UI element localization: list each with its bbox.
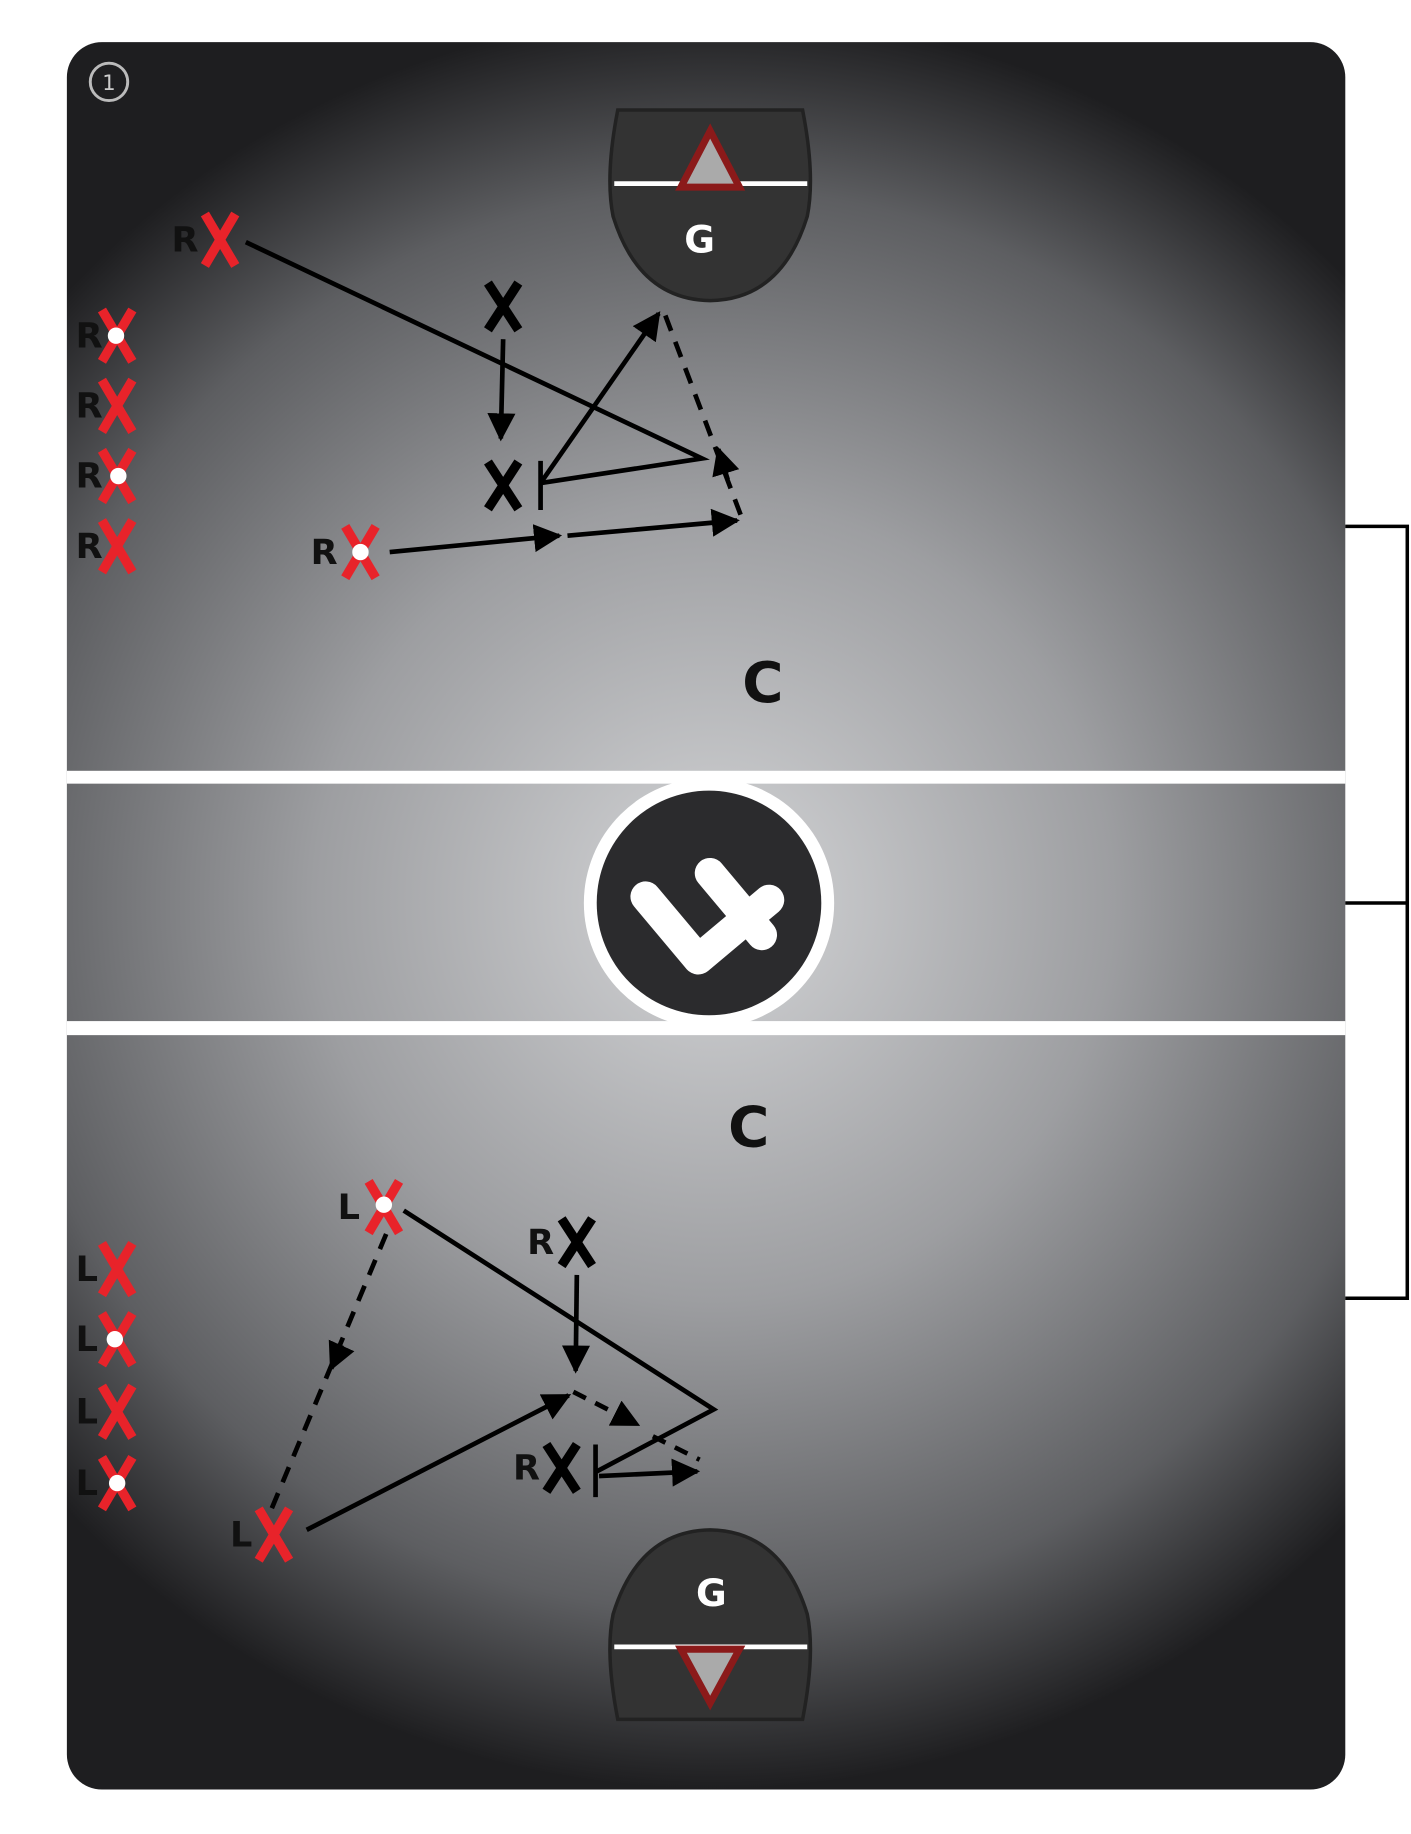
svg-text:L: L xyxy=(76,1319,98,1360)
svg-text:L: L xyxy=(230,1514,252,1555)
svg-text:R: R xyxy=(76,386,103,427)
defender: R xyxy=(527,1219,592,1266)
line-player: L xyxy=(76,1386,133,1437)
side-bracket xyxy=(1345,524,1410,1301)
crease-label-top: C xyxy=(742,651,783,716)
line-player: R xyxy=(76,520,133,571)
svg-text:G: G xyxy=(684,218,715,262)
svg-text:L: L xyxy=(338,1187,360,1228)
svg-text:R: R xyxy=(513,1448,540,1489)
player-shooter-top: R xyxy=(172,214,236,265)
svg-text:R: R xyxy=(76,315,103,356)
svg-text:L: L xyxy=(76,1463,98,1504)
line-player: L xyxy=(76,1457,133,1508)
line-player: R xyxy=(76,310,133,361)
line-player: L xyxy=(76,1243,133,1294)
svg-text:1: 1 xyxy=(102,70,115,95)
defender: R xyxy=(513,1445,577,1492)
goal-icon xyxy=(675,1645,746,1711)
svg-text:L: L xyxy=(76,1249,98,1290)
crease-label-bottom: C xyxy=(728,1095,769,1160)
goal-crease-bottom: G xyxy=(608,1528,813,1722)
player-feeder-top: R xyxy=(311,526,376,577)
svg-text:R: R xyxy=(76,456,103,497)
player-passer-bottom: L xyxy=(338,1181,399,1232)
line-player: R xyxy=(76,450,133,501)
svg-text:R: R xyxy=(76,526,103,567)
step-number-badge: 1 xyxy=(88,61,130,103)
svg-text:R: R xyxy=(311,532,338,573)
player-receiver-bottom: L xyxy=(230,1509,289,1560)
midfield-lines xyxy=(66,770,1346,1036)
goal-icon xyxy=(675,123,746,191)
svg-text:G: G xyxy=(696,1571,727,1615)
svg-text:R: R xyxy=(527,1222,554,1263)
line-player: L xyxy=(76,1314,133,1365)
center-logo xyxy=(583,777,835,1029)
svg-text:R: R xyxy=(172,219,199,260)
svg-text:L: L xyxy=(76,1391,98,1432)
bottom-drill-paths xyxy=(269,1208,719,1532)
line-player: R xyxy=(76,380,133,431)
top-drill-paths xyxy=(244,240,743,555)
goal-crease-top: G xyxy=(608,108,813,303)
